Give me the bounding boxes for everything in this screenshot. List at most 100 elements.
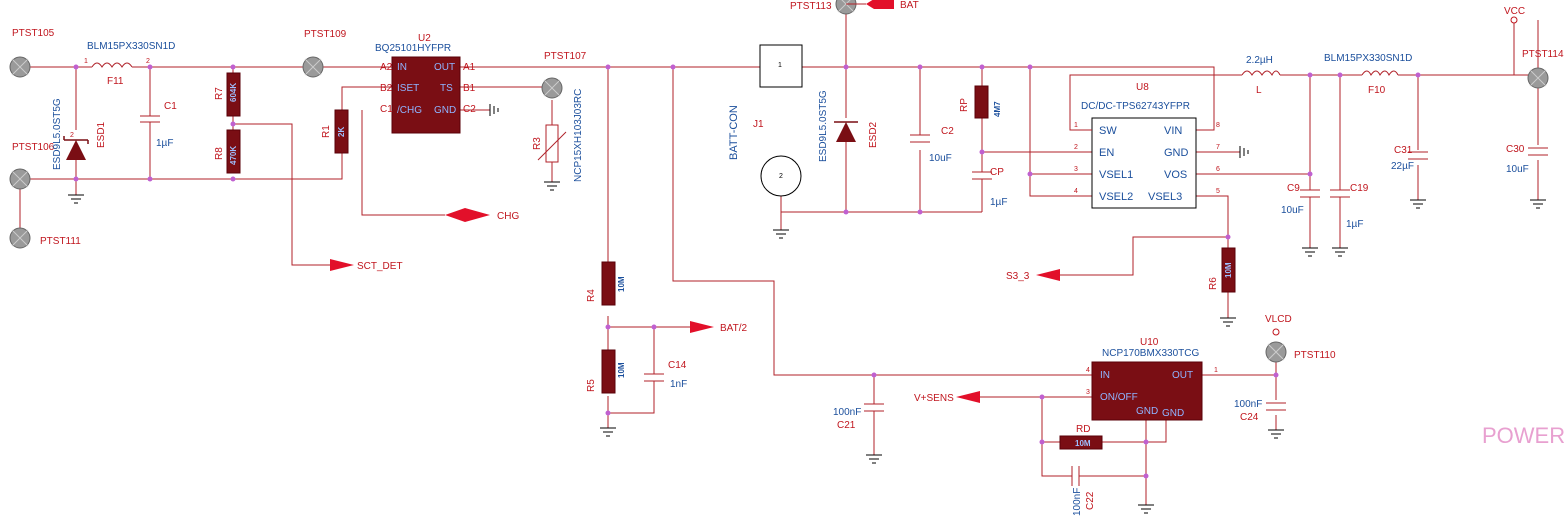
svg-text:2: 2 <box>146 58 150 65</box>
u10-part: NCP170BMX330TCG <box>1102 348 1199 359</box>
u2-pin-out: OUT <box>434 62 455 73</box>
c24-value: 100nF <box>1234 399 1262 410</box>
svg-text:4: 4 <box>1086 367 1090 374</box>
svg-text:6: 6 <box>1216 166 1220 173</box>
r6-ref: R6 <box>1208 277 1219 290</box>
ptst113-label: PTST113 <box>790 1 832 12</box>
resistor-rp[interactable]: 4M7 RP <box>959 85 1002 119</box>
capacitor-c14[interactable]: C14 1nF <box>644 360 687 392</box>
port-bat[interactable]: BAT <box>846 0 919 11</box>
port-vsens-label: V+SENS <box>914 393 954 404</box>
c22-ref: C22 <box>1085 491 1096 510</box>
capacitor-cp[interactable]: CP 1µF <box>972 166 1007 208</box>
testpoint-ptst111[interactable]: PTST111 <box>9 227 81 249</box>
ptst105-label: PTST105 <box>12 28 55 39</box>
testpoint-ptst113[interactable]: PTST113 <box>790 0 857 15</box>
u10-pin-gnd1: GND <box>1136 406 1158 417</box>
capacitor-c30[interactable]: C30 10uF <box>1506 144 1548 175</box>
diode-esd2[interactable]: ESD2 ESD9L5.0ST5G <box>818 90 879 162</box>
resistor-r5[interactable]: 10M R5 <box>586 349 626 394</box>
resistor-rd[interactable]: 10M RD <box>1059 424 1103 450</box>
u8-ref: U8 <box>1136 82 1149 93</box>
cp-ref: CP <box>990 167 1004 178</box>
rd-value: 10M <box>1075 439 1091 448</box>
rd-ref: RD <box>1076 424 1090 435</box>
j1-ref: J1 <box>753 119 764 130</box>
f10-ref: F10 <box>1368 85 1386 96</box>
capacitor-c22[interactable]: 100nF C22 <box>1070 466 1096 516</box>
ic-u2[interactable]: U2 BQ25101HYFPR IN ISET /CHG OUT TS GND … <box>375 33 476 134</box>
testpoint-ptst114[interactable]: PTST114 <box>1522 49 1564 89</box>
r3-ref: R3 <box>532 137 543 150</box>
inductor-l[interactable]: L 2.2µH <box>1241 55 1281 96</box>
r4-ref: R4 <box>586 289 597 302</box>
connector-j1[interactable]: 1 2 J1 BATT-CON <box>728 44 803 197</box>
capacitor-c31[interactable]: C31 22µF <box>1391 145 1428 172</box>
u2-ball-c2: C2 <box>463 104 476 115</box>
c31-value: 22µF <box>1391 161 1414 172</box>
capacitor-c21[interactable]: 100nF C21 <box>833 400 884 431</box>
u2-pin-gnd: GND <box>434 105 456 116</box>
u2-pin-ts: TS <box>440 83 453 94</box>
testpoint-ptst109[interactable]: PTST109 <box>302 29 347 78</box>
port-s3-3[interactable]: S3_3 <box>1006 269 1060 282</box>
f11-part: BLM15PX330SN1D <box>87 41 175 52</box>
capacitor-c24[interactable]: 100nF C24 <box>1234 399 1286 423</box>
testpoint-ptst107[interactable]: PTST107 <box>541 51 587 99</box>
vcc-label: VCC <box>1504 6 1525 17</box>
resistor-r7[interactable]: 604K R7 <box>214 72 241 117</box>
svg-text:4: 4 <box>1074 188 1078 195</box>
testpoint-ptst110[interactable]: PTST110 <box>1265 341 1336 363</box>
svg-text:1: 1 <box>84 58 88 65</box>
ic-u10[interactable]: U10 NCP170BMX330TCG IN ON/OFF GND GND OU… <box>1086 337 1218 421</box>
u10-ref: U10 <box>1140 337 1159 348</box>
c14-value: 1nF <box>670 379 687 390</box>
r8-ref: R8 <box>214 147 225 160</box>
c19-value: 1µF <box>1346 219 1363 230</box>
r4-value: 10M <box>617 276 626 292</box>
ptst106-label: PTST106 <box>12 142 55 153</box>
svg-text:2: 2 <box>779 173 783 180</box>
resistor-r4[interactable]: 10M R4 <box>586 261 626 306</box>
u8-pin-vsel3: VSEL3 <box>1148 191 1182 203</box>
capacitor-c2[interactable]: C2 10uF <box>910 126 954 164</box>
resistor-r8[interactable]: 470K R8 <box>214 129 241 174</box>
testpoint-ptst105[interactable]: PTST105 <box>9 28 55 78</box>
capacitor-c19[interactable]: C19 1µF <box>1330 183 1369 230</box>
u8-pin-vin: VIN <box>1164 125 1182 137</box>
diode-esd1[interactable]: 2 ESD1 ESD9L5.0ST5G <box>52 98 107 170</box>
u2-ball-b1: B1 <box>463 83 476 94</box>
testpoint-ptst106[interactable]: PTST106 <box>9 142 55 190</box>
u8-pin-sw: SW <box>1099 125 1117 137</box>
port-bat2-label: BAT/2 <box>720 323 747 334</box>
capacitor-c1[interactable]: C1 1µF <box>140 101 177 149</box>
svg-text:3: 3 <box>1074 166 1078 173</box>
u8-pin-vos: VOS <box>1164 169 1187 181</box>
u2-ref: U2 <box>418 33 431 44</box>
ic-u8[interactable]: U8 DC/DC-TPS62743YFPR SW EN VSEL1 VSEL2 … <box>1074 82 1220 209</box>
u10-pin-gnd2: GND <box>1162 408 1184 419</box>
port-vsens[interactable]: V+SENS <box>914 391 980 404</box>
l-value: 2.2µH <box>1246 55 1273 66</box>
resistor-r6[interactable]: 10M R6 <box>1208 247 1236 293</box>
svg-text:1: 1 <box>778 62 782 69</box>
esd2-ref: ESD2 <box>868 121 879 148</box>
ptst107-label: PTST107 <box>544 51 587 62</box>
power-vcc: VCC <box>1504 6 1525 75</box>
svg-text:3: 3 <box>1086 389 1090 396</box>
capacitor-c9[interactable]: C9 10uF <box>1281 183 1320 216</box>
u2-ball-a2: A2 <box>380 62 393 73</box>
port-bat2[interactable]: BAT/2 <box>690 321 747 334</box>
port-chg[interactable]: CHG <box>445 208 519 222</box>
thermistor-r3[interactable]: R3 NCP15XH103J03RC <box>532 89 584 182</box>
ferrite-f10[interactable]: F10 BLM15PX330SN1D <box>1324 53 1412 96</box>
c21-value: 100nF <box>833 407 861 418</box>
rp-ref: RP <box>959 98 970 112</box>
port-bat-label: BAT <box>900 0 919 11</box>
port-sct-det[interactable]: SCT_DET <box>330 259 403 272</box>
u8-pin-vsel2: VSEL2 <box>1099 191 1133 203</box>
power-vlcd: VLCD <box>1265 314 1292 336</box>
resistor-r1[interactable]: 2K R1 <box>321 109 349 154</box>
esd1-part: ESD9L5.0ST5G <box>52 98 63 170</box>
